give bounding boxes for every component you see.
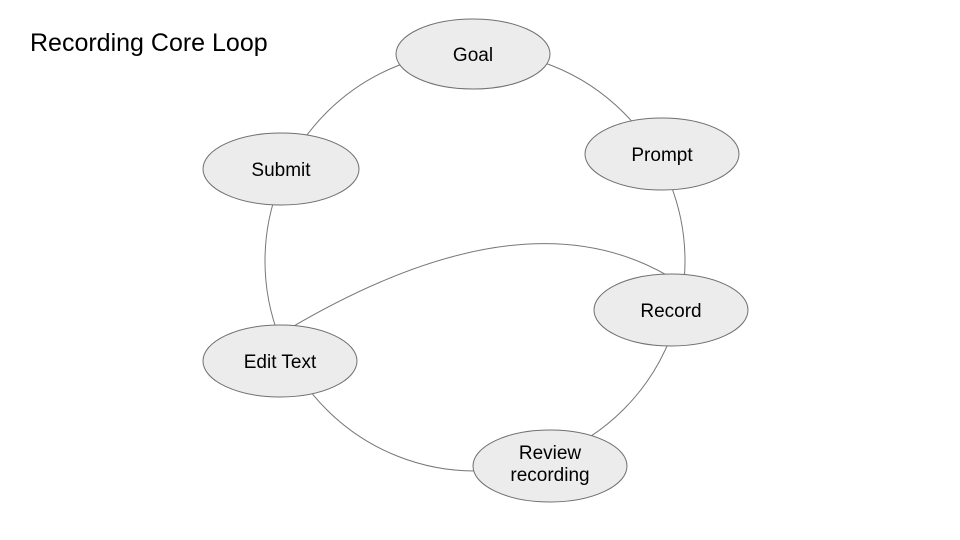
node-edit-text-shape[interactable] <box>202 324 358 398</box>
node-prompt[interactable]: Prompt <box>584 117 740 191</box>
node-review-recording-label-line2: recording <box>510 465 589 486</box>
node-prompt-shape[interactable] <box>584 117 740 191</box>
loop-edge-circle <box>264 50 686 472</box>
page-title: Recording Core Loop <box>30 29 268 57</box>
node-submit-shape[interactable] <box>202 132 360 206</box>
node-prompt-label: Prompt <box>631 145 693 166</box>
edge-edit-text-record <box>286 243 679 331</box>
node-record-shape[interactable] <box>593 273 749 347</box>
node-submit-label: Submit <box>251 160 311 181</box>
node-review-recording-shape[interactable] <box>472 429 628 503</box>
node-record[interactable]: Record <box>593 273 749 347</box>
node-edit-text[interactable]: Edit Text <box>202 324 358 398</box>
node-submit[interactable]: Submit <box>202 132 360 206</box>
node-review-recording-label-line1: Review <box>519 443 582 464</box>
node-record-label: Record <box>640 301 701 322</box>
node-goal[interactable]: Goal <box>395 18 551 90</box>
node-edit-text-label: Edit Text <box>244 352 317 373</box>
node-review-recording[interactable]: Review recording <box>472 429 628 503</box>
node-goal-shape[interactable] <box>395 18 551 90</box>
node-goal-label: Goal <box>453 45 493 66</box>
